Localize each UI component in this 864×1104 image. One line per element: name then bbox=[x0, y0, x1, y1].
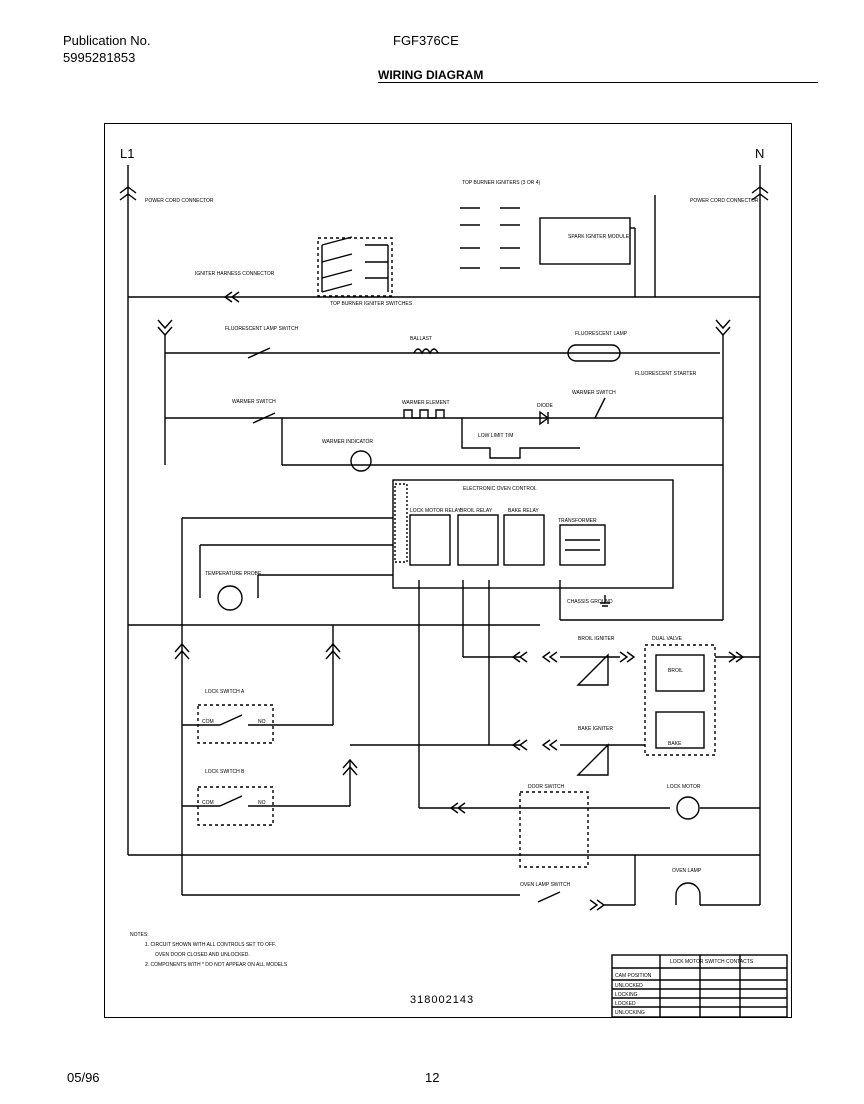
low-limit-tm-label: LOW LIMIT T/M bbox=[478, 433, 513, 439]
power-cord-connector-right bbox=[751, 186, 769, 201]
power-cord-connector-left-label: POWER CORD CONNECTOR bbox=[145, 198, 214, 204]
footer-date: 05/96 bbox=[67, 1070, 100, 1085]
top-burner-igniter-switches-label: TOP BURNER IGNITER SWITCHES bbox=[330, 301, 413, 307]
oven-lamp-switch-label: OVEN LAMP SWITCH bbox=[520, 882, 571, 888]
publication-number: 5995281853 bbox=[63, 50, 136, 65]
fluorescent-lamp-label: FLUORESCENT LAMP bbox=[575, 331, 628, 337]
oven-lamp-switch bbox=[537, 891, 561, 903]
bake-igniter-label: BAKE IGNITER bbox=[578, 726, 613, 732]
fluorescent-lamp-switch-label: FLUORESCENT LAMP SWITCH bbox=[225, 326, 299, 332]
lock-switch-a-no: NO bbox=[258, 719, 266, 725]
lock-table-row-locked: LOCKED bbox=[615, 1001, 636, 1007]
lock-switch-b-no: NO bbox=[258, 800, 266, 806]
diagram-frame bbox=[104, 123, 792, 1018]
notes-heading: NOTES: bbox=[130, 932, 149, 938]
lock-switch-a-com: COM bbox=[202, 719, 214, 725]
ballast-label: BALLAST bbox=[410, 336, 432, 342]
connector-b9 bbox=[342, 758, 358, 776]
warmer-switch bbox=[252, 412, 276, 424]
connector-b5 bbox=[511, 739, 528, 751]
note-1b: OVEN DOOR CLOSED AND UNLOCKED. bbox=[155, 952, 250, 958]
connector-b8 bbox=[157, 319, 173, 337]
note-2: 2. COMPONENTS WITH * DO NOT APPEAR ON AL… bbox=[145, 962, 288, 968]
lock-motor-relay-label: LOCK MOTOR RELAY bbox=[410, 508, 462, 514]
temperature-probe bbox=[217, 585, 243, 611]
warmer-switch-right bbox=[594, 397, 606, 419]
lock-motor-relay bbox=[409, 514, 451, 566]
bake-relay bbox=[503, 514, 545, 566]
warmer-switch-right-label: WARMER SWITCH bbox=[572, 390, 616, 396]
spark-igniter-module-label: SPARK IGNITER MODULE bbox=[568, 234, 630, 240]
lock-switch-b-label: LOCK SWITCH B bbox=[205, 769, 245, 775]
door-switch bbox=[519, 791, 589, 868]
oven-lamp bbox=[675, 882, 701, 905]
fluorescent-lamp bbox=[567, 344, 621, 362]
transformer bbox=[559, 524, 606, 566]
connector-b2 bbox=[715, 319, 731, 337]
fluorescent-lamp-switch bbox=[247, 347, 271, 359]
igniter-harness-connector-label: IGNITER HARNESS CONNECTOR bbox=[195, 271, 275, 277]
top-burner-igniters-label: TOP BURNER IGNITERS (3 OR 4) bbox=[462, 180, 540, 186]
temperature-probe-label: TEMPERATURE PROBE bbox=[205, 571, 262, 577]
dual-valve-label: DUAL VALVE bbox=[652, 636, 683, 642]
line-terminal-label: L1 bbox=[120, 146, 134, 161]
fluorescent-starter-label: FLUORESCENT STARTER bbox=[635, 371, 697, 377]
electronic-oven-control bbox=[392, 479, 674, 589]
lock-table-row-unlocking: UNLOCKING bbox=[615, 1010, 645, 1016]
ballast bbox=[413, 348, 439, 355]
lock-motor-label: LOCK MOTOR bbox=[667, 784, 701, 790]
page-number: 12 bbox=[425, 1070, 440, 1085]
neutral-terminal-label: N bbox=[755, 146, 764, 161]
lock-switch-b-com: COM bbox=[202, 800, 214, 806]
dual-valve-bake: BAKE bbox=[668, 741, 682, 747]
door-switch-label: DOOR SWITCH bbox=[528, 784, 564, 790]
warmer-indicator bbox=[350, 450, 372, 472]
note-1: 1. CIRCUIT SHOWN WITH ALL CONTROLS SET T… bbox=[145, 942, 276, 948]
broil-relay-label: BROIL RELAY bbox=[460, 508, 493, 514]
warmer-indicator-label: WARMER INDICATOR bbox=[322, 439, 373, 445]
connector-b3 bbox=[589, 899, 606, 911]
lock-table-col-header: CAM POSITION bbox=[615, 973, 652, 979]
part-number: 318002143 bbox=[410, 994, 474, 1006]
low-limit-tm bbox=[461, 418, 580, 459]
lock-switch-a-label: LOCK SWITCH A bbox=[205, 689, 245, 695]
spark-igniter-module bbox=[539, 217, 631, 265]
lock-table-row-locking: LOCKING bbox=[615, 992, 638, 998]
bake-igniter bbox=[576, 743, 609, 776]
broil-igniter-label: BROIL IGNITER bbox=[578, 636, 615, 642]
warmer-element bbox=[403, 409, 445, 419]
lock-switch-a bbox=[197, 704, 274, 744]
power-cord-connector-left bbox=[119, 186, 137, 201]
broil-relay bbox=[457, 514, 499, 566]
power-cord-connector-right-label: POWER CORD CONNECTOR bbox=[690, 198, 759, 204]
transformer-label: TRANSFORMER bbox=[558, 518, 597, 524]
chassis-ground-label: CHASSIS GROUND bbox=[567, 599, 613, 605]
lock-motor bbox=[676, 796, 700, 820]
bake-relay-label: BAKE RELAY bbox=[508, 508, 539, 514]
oven-lamp-label: OVEN LAMP bbox=[672, 868, 702, 874]
broil-igniter bbox=[576, 653, 609, 686]
warmer-switch-label: WARMER SWITCH bbox=[232, 399, 276, 405]
model-number: FGF376CE bbox=[393, 33, 459, 48]
diode bbox=[539, 410, 550, 426]
page-title: WIRING DIAGRAM bbox=[378, 68, 484, 82]
top-burner-igniters bbox=[460, 207, 480, 269]
lock-table-row-unlocked: UNLOCKED bbox=[615, 983, 643, 989]
title-rule bbox=[378, 82, 818, 83]
connector-b6 bbox=[511, 651, 528, 663]
warmer-element-label: WARMER ELEMENT bbox=[402, 400, 450, 406]
igniter-harness-connector bbox=[223, 291, 240, 303]
dual-valve-broil: BROIL bbox=[668, 668, 683, 674]
lock-table-title: LOCK MOTOR SWITCH CONTACTS bbox=[670, 959, 754, 965]
diode-label: DIODE bbox=[537, 403, 554, 409]
top-burner-igniter-switches-box bbox=[317, 237, 393, 297]
electronic-oven-control-label: ELECTRONIC OVEN CONTROL bbox=[463, 486, 537, 492]
publication-label: Publication No. bbox=[63, 33, 151, 48]
connector-b4 bbox=[174, 642, 190, 660]
